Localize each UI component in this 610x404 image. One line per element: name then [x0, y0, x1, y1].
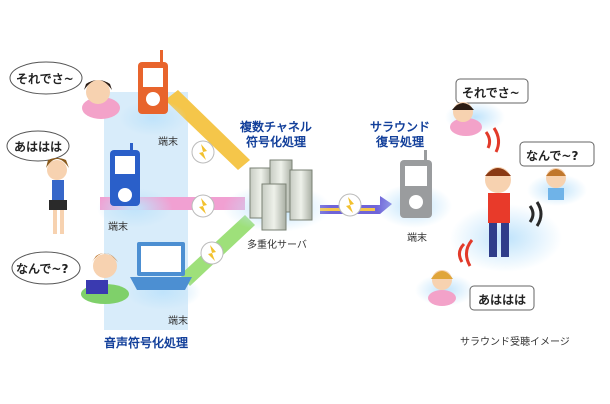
character-girl-right-top	[450, 102, 482, 136]
speech-bubble	[519, 141, 595, 167]
lightning-icon	[191, 140, 215, 164]
multichannel-encoding-label: 複数チャネル 符号化処理	[240, 120, 312, 149]
sound-waves-icon	[528, 201, 543, 227]
speech-bubble	[6, 130, 70, 162]
voice-encoding-label: 音声符号化処理	[104, 336, 189, 350]
speech-bubble	[469, 285, 535, 311]
terminal-label: 端末	[158, 137, 178, 148]
character-boy-right	[546, 168, 566, 200]
sound-waves-icon	[484, 127, 501, 153]
laptop-icon	[130, 242, 192, 290]
speech-bubble-text: それでさ~	[462, 86, 520, 100]
character-girl-right-bottom	[428, 270, 456, 306]
speech-bubble-text: あははは	[478, 293, 527, 307]
character-girl-mid	[46, 158, 69, 234]
server-icon	[249, 159, 313, 231]
mobile-phone-icon	[400, 150, 432, 218]
terminal-label: 端末	[407, 233, 427, 244]
terminal-label: 端末	[168, 316, 188, 327]
character-boy-bottom	[81, 253, 129, 304]
speech-bubble-text: あははは	[14, 140, 63, 154]
terminal-label: 端末	[108, 222, 128, 233]
surround-listening-label: サラウンド受聴イメージ	[460, 337, 570, 348]
speech-bubble	[11, 251, 81, 285]
speech-bubble-text: なんで~?	[16, 262, 69, 276]
speech-bubble-text: なんで~?	[526, 149, 579, 163]
character-listener	[485, 167, 511, 257]
lightning-icon	[338, 193, 362, 217]
speech-bubble-text: それでさ~	[16, 72, 74, 86]
band-top	[165, 90, 250, 170]
speech-bubble	[455, 78, 529, 104]
character-girl-top	[82, 80, 120, 119]
mobile-phone-icon	[138, 50, 168, 114]
mobile-phone-icon	[110, 143, 140, 206]
lightning-icon	[191, 194, 215, 218]
surround-decoding-label: サラウンド 復号処理	[370, 120, 431, 149]
lightning-icon	[200, 241, 224, 265]
sound-waves-icon	[457, 239, 474, 267]
multiplex-server-label: 多重化サーバ	[247, 240, 307, 251]
speech-bubble	[9, 61, 83, 95]
halo-disc	[119, 100, 187, 136]
